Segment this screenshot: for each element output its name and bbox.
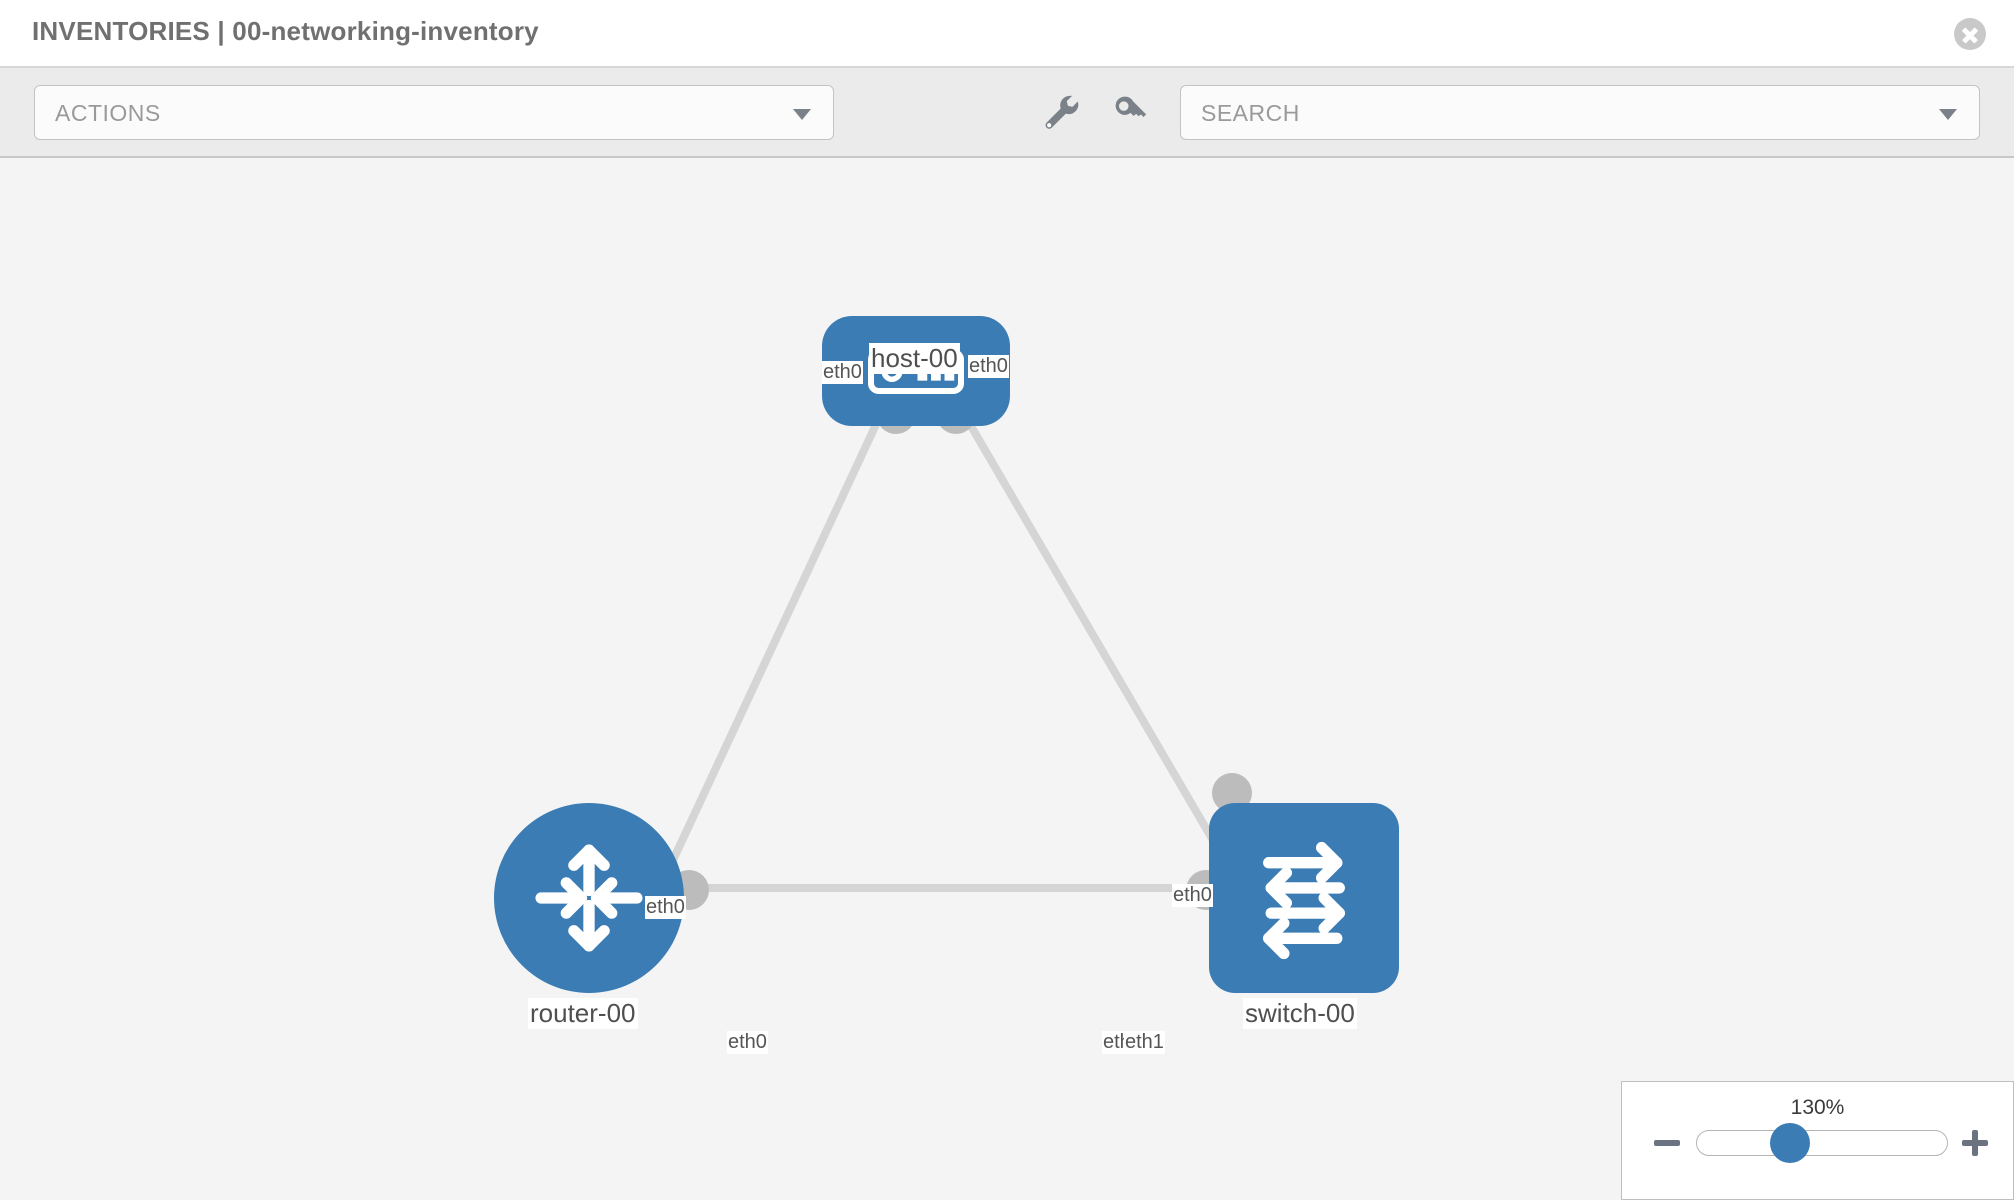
topology-links bbox=[656, 370, 1239, 892]
node-label-switch-00: switch-00 bbox=[1243, 998, 1357, 1029]
node-label-router-00: router-00 bbox=[528, 998, 638, 1029]
iface-label-router-to-host: eth0 bbox=[645, 896, 686, 919]
zoom-out-button[interactable] bbox=[1650, 1126, 1684, 1160]
iface-label-router-to-switch: eth0 bbox=[727, 1031, 768, 1054]
iface-label-host-left: eth0 bbox=[822, 361, 863, 384]
page-title: INVENTORIES | 00-networking-inventory bbox=[32, 16, 539, 46]
actions-dropdown-label: ACTIONS bbox=[55, 100, 161, 126]
actions-dropdown[interactable]: ACTIONS bbox=[34, 85, 834, 140]
search-input[interactable]: SEARCH bbox=[1180, 85, 1980, 140]
node-switch-00[interactable] bbox=[1209, 803, 1399, 993]
close-icon[interactable] bbox=[1954, 18, 1986, 50]
toolbar: ACTIONS SEARCH bbox=[0, 68, 2014, 158]
node-label-host-00: host-00 bbox=[869, 343, 960, 374]
router-arrows-icon bbox=[535, 844, 643, 952]
chevron-down-icon bbox=[793, 109, 811, 120]
key-icon[interactable] bbox=[1108, 90, 1152, 134]
zoom-control-panel: 130% bbox=[1621, 1081, 2014, 1200]
chevron-down-icon bbox=[1939, 109, 1957, 120]
zoom-slider-thumb[interactable] bbox=[1770, 1123, 1810, 1163]
page-header: INVENTORIES | 00-networking-inventory bbox=[0, 0, 2014, 68]
switch-arrows-icon bbox=[1263, 841, 1345, 960]
search-placeholder: SEARCH bbox=[1201, 100, 1300, 126]
zoom-level-value: 130% bbox=[1790, 1096, 1845, 1119]
iface-label-switch-to-host: eth0 bbox=[1172, 884, 1213, 907]
zoom-slider-track[interactable] bbox=[1696, 1130, 1948, 1156]
wrench-icon[interactable] bbox=[1040, 90, 1084, 134]
iface-label-switch-to-router: eth1 bbox=[1124, 1031, 1165, 1054]
iface-label-host-right: eth0 bbox=[968, 355, 1009, 378]
zoom-in-button[interactable] bbox=[1958, 1126, 1992, 1160]
topology-canvas[interactable]: host-00 router-00 switch-00 eth0 eth0 et… bbox=[0, 158, 2014, 1200]
